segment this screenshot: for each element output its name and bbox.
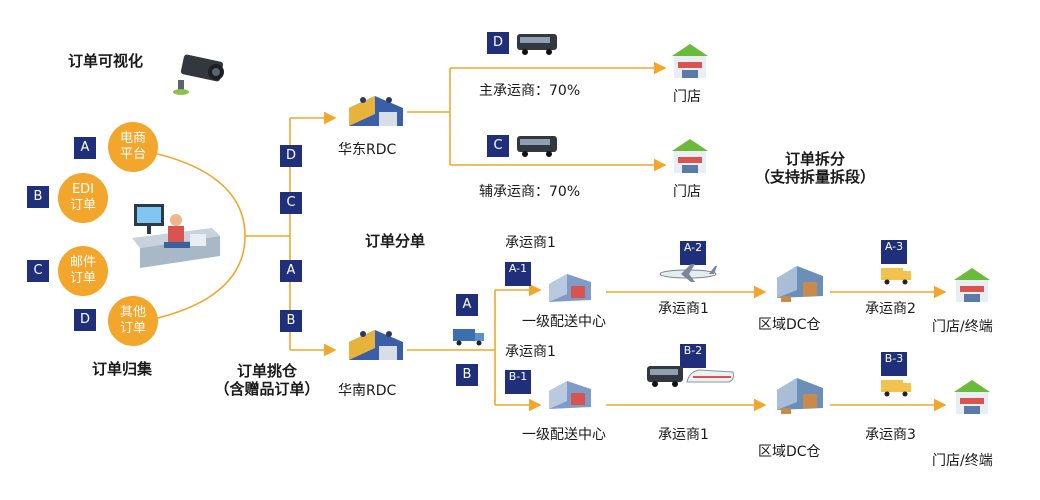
store-label: 门店/终端 [932, 453, 993, 469]
dc-label: 区域DC仓 [758, 317, 821, 333]
segment-badge: A-1 [505, 262, 531, 286]
channel-badge: A [74, 137, 96, 159]
pick-label: 订单挑仓 （含赠品订单） [214, 362, 320, 398]
channel-ecommerce: 电商平台 [108, 122, 158, 172]
carrier-label: 承运商2 [865, 301, 916, 317]
segment-badge: B-3 [881, 352, 907, 376]
carrier-label: 承运商1 [658, 301, 709, 317]
carrier-label: 承运商1 [658, 427, 709, 443]
store-icon [954, 380, 990, 414]
route-badge: C [487, 135, 509, 157]
operator-workstation-icon [132, 204, 220, 268]
store-label: 门店/终端 [932, 319, 993, 335]
store-label: 门店 [673, 89, 701, 105]
route-badge: D [487, 32, 509, 54]
store-icon [672, 44, 708, 78]
pick-badge: C [280, 192, 302, 214]
truck-icon [453, 329, 484, 346]
collect-label: 订单归集 [92, 360, 153, 378]
split-label: 订单分单 [365, 232, 426, 250]
rdc-east-label: 华东RDC [338, 142, 397, 158]
dc-warehouse-icon [777, 266, 823, 302]
store-label: 门店 [673, 184, 701, 200]
distribution-center-icon [549, 381, 591, 409]
segment-badge: A-2 [680, 241, 706, 265]
center-label: 一级配送中心 [522, 427, 606, 443]
distribution-center-icon [549, 274, 591, 302]
van-icon [881, 268, 911, 285]
carrier-label: 承运商1 [505, 344, 556, 360]
group-badge: B [456, 364, 478, 386]
van-icon [881, 380, 911, 397]
channel-badge: C [27, 260, 49, 282]
split-note: 订单拆分 （支持拆量拆段） [755, 150, 876, 186]
airplane-icon [659, 264, 717, 282]
channel-badge: B [27, 186, 49, 208]
bus-icon [517, 34, 557, 55]
carrier-label: 承运商3 [865, 427, 916, 443]
warehouse-icon [349, 96, 403, 126]
segment-badge: A-3 [881, 240, 907, 264]
channel-other: 其他订单 [108, 296, 158, 346]
carrier-label: 辅承运商：70% [479, 184, 581, 200]
rdc-south-label: 华南RDC [338, 383, 397, 399]
segment-badge: B-1 [505, 370, 531, 394]
channel-email: 邮件订单 [58, 246, 108, 296]
visualization-title: 订单可视化 [68, 52, 144, 70]
group-badge: A [456, 294, 478, 316]
pick-badge: B [280, 310, 302, 332]
warehouse-icon [349, 330, 403, 360]
camera-icon [173, 54, 224, 95]
store-icon [672, 139, 708, 173]
store-icon [954, 268, 990, 302]
pick-badge: A [280, 260, 302, 282]
channel-badge: D [74, 309, 96, 331]
segment-badge: B-2 [680, 344, 706, 368]
dc-warehouse-icon [777, 378, 823, 414]
center-label: 一级配送中心 [522, 314, 606, 330]
carrier-label: 承运商1 [505, 235, 556, 251]
carrier-label: 主承运商：70% [479, 83, 581, 99]
bus-icon [517, 136, 557, 157]
pick-badge: D [280, 145, 302, 167]
dc-label: 区域DC仓 [758, 444, 821, 460]
bus-and-train-icon [647, 366, 734, 387]
